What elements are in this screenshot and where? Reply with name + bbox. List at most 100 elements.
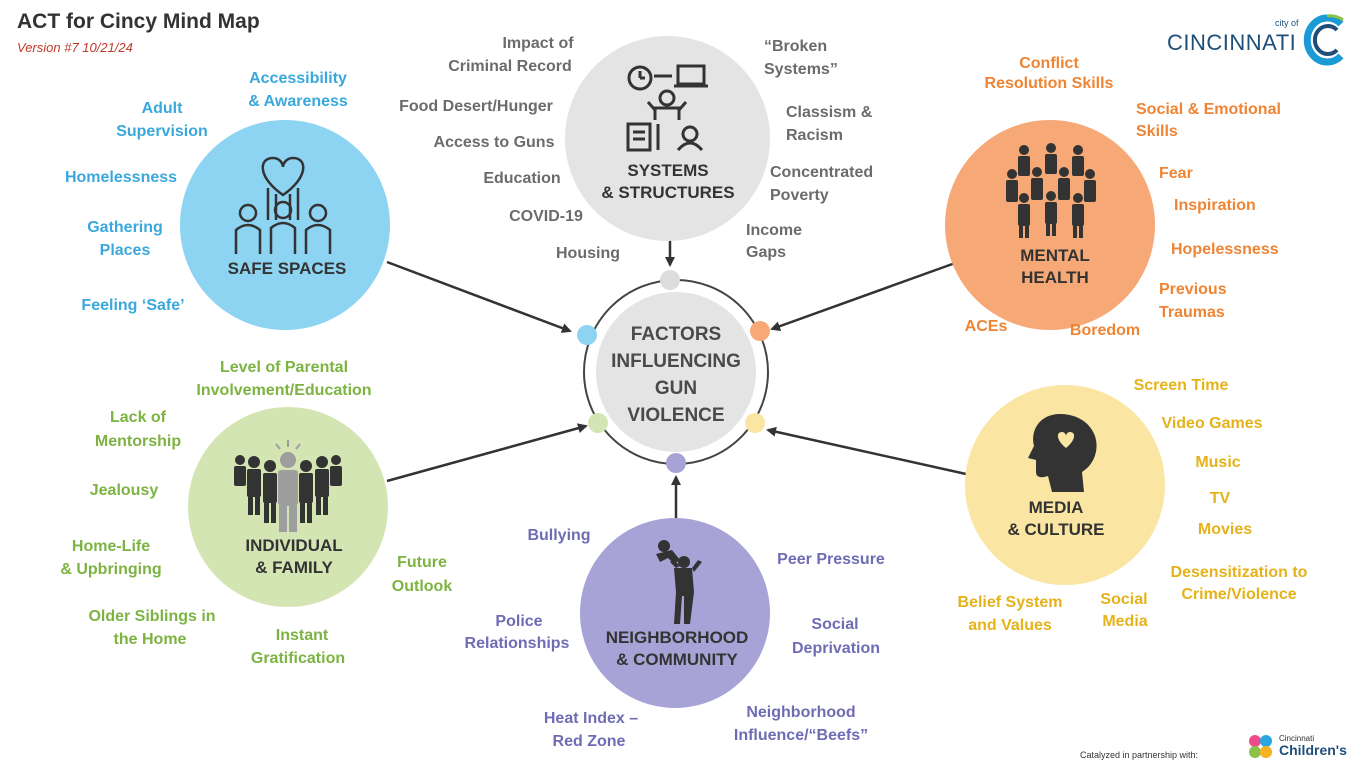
- mental-item: Hopelessness: [1171, 241, 1279, 258]
- mental-item: Boredom: [1069, 322, 1141, 339]
- hub-safe-line1: SAFE SPACES: [227, 259, 347, 278]
- systems-item: Food Desert/Hunger: [399, 98, 553, 115]
- systems-item: Education: [483, 170, 561, 187]
- safe-item: Accessibility: [249, 70, 347, 87]
- hub-mental-line1: MENTAL: [1020, 246, 1090, 265]
- childrens-logo-name: Children's: [1279, 742, 1347, 758]
- hub-mental-label: MENTAL HEALTH: [1020, 245, 1090, 289]
- mental-item: ACEs: [964, 318, 1008, 335]
- media-culture-icon: [1028, 414, 1097, 492]
- arrow-individual: [386, 423, 588, 483]
- media-item: Movies: [1197, 521, 1253, 538]
- childrens-logo-icon: [1249, 735, 1272, 758]
- media-item: Video Games: [1161, 415, 1263, 432]
- dot-individual: [588, 413, 608, 433]
- hub-systems-label: SYSTEMS & STRUCTURES: [601, 160, 734, 204]
- media-item: TV: [1209, 490, 1231, 507]
- safe-spaces-icon: [234, 156, 332, 254]
- hub-individual-line2: & FAMILY: [255, 558, 333, 577]
- mental-item: Inspiration: [1174, 197, 1256, 214]
- individual-item: Future: [397, 554, 447, 571]
- media-item: and Values: [968, 617, 1052, 634]
- safe-item: Gathering: [87, 219, 163, 236]
- neighborhood-item: Neighborhood: [746, 704, 856, 721]
- hub-mental-line2: HEALTH: [1021, 268, 1089, 287]
- media-item: Music: [1195, 454, 1241, 471]
- safe-item: Places: [99, 242, 151, 259]
- individual-item: Older Siblings in: [88, 608, 216, 625]
- safe-item: Adult: [141, 100, 183, 117]
- neighborhood-item: Police: [495, 613, 543, 630]
- neighborhood-item: Influence/“Beefs”: [733, 727, 869, 744]
- safe-item: Feeling ‘Safe’: [81, 297, 185, 314]
- systems-item: Classism &: [786, 104, 873, 121]
- page-title: ACT for Cincy Mind Map: [17, 10, 260, 33]
- center-line4: VIOLENCE: [627, 405, 725, 426]
- city-logo: city of CINCINNATI: [1165, 12, 1345, 67]
- dot-mental: [750, 321, 770, 341]
- childrens-logo-small: Cincinnati: [1279, 734, 1315, 743]
- individual-item: Lack of: [109, 409, 167, 426]
- city-logo-name: CINCINNATI: [1167, 30, 1297, 55]
- systems-item: Income: [746, 222, 803, 239]
- individual-item: Jealousy: [89, 482, 159, 499]
- hub-individual-line1: INDIVIDUAL: [245, 536, 343, 555]
- dot-neighborhood: [666, 453, 686, 473]
- hub-neighborhood-line2: & COMMUNITY: [616, 650, 738, 669]
- individual-item: Gratification: [250, 650, 346, 667]
- center-disc: [596, 292, 756, 452]
- neighborhood-item: Heat Index –: [543, 710, 639, 727]
- systems-icon: [626, 64, 708, 152]
- hub-media-line2: & CULTURE: [1007, 520, 1105, 539]
- safe-item: & Awareness: [248, 93, 348, 110]
- arrow-media: [766, 426, 967, 476]
- systems-item: Access to Guns: [433, 134, 555, 151]
- neighborhood-item: Deprivation: [791, 640, 881, 657]
- neighborhood-item: Bullying: [527, 527, 591, 544]
- hub-individual-label: INDIVIDUAL & FAMILY: [245, 535, 342, 579]
- media-item: Screen Time: [1133, 377, 1229, 394]
- partner-text: Catalyzed in partnership with:: [1080, 750, 1199, 760]
- hub-systems-line2: & STRUCTURES: [601, 183, 735, 202]
- neighborhood-item: Relationships: [464, 635, 570, 652]
- dot-safe: [577, 325, 597, 345]
- individual-item: & Upbringing: [60, 561, 162, 578]
- hub-neighborhood-line1: NEIGHBORHOOD: [605, 628, 749, 647]
- individual-item: Involvement/Education: [196, 382, 372, 399]
- systems-item: Housing: [556, 245, 620, 262]
- systems-item: Impact of: [502, 35, 574, 52]
- neighborhood-item: Social: [811, 616, 859, 633]
- arrow-mental: [770, 260, 959, 331]
- hub-media-line1: MEDIA: [1028, 498, 1084, 517]
- mental-item: Social & Emotional: [1136, 101, 1281, 118]
- mental-item: Skills: [1136, 123, 1178, 140]
- city-logo-small-text: city of: [1275, 18, 1299, 28]
- hub-systems: [565, 36, 770, 241]
- individual-item: Outlook: [391, 578, 453, 595]
- systems-item: Poverty: [770, 187, 829, 204]
- systems-item: Concentrated: [770, 164, 874, 181]
- media-item: Social: [1100, 591, 1148, 608]
- neighborhood-item: Peer Pressure: [777, 551, 885, 568]
- center-label: FACTORS INFLUENCING GUN VIOLENCE: [611, 321, 741, 429]
- center-line1: FACTORS: [630, 324, 722, 345]
- childrens-logo: Catalyzed in partnership with: Cincinnat…: [1080, 730, 1349, 761]
- mental-item: Conflict: [1019, 55, 1079, 72]
- hub-safe-spaces: [180, 120, 390, 330]
- individual-family-icon: [234, 440, 342, 532]
- media-item: Media: [1102, 613, 1148, 630]
- safe-item: Supervision: [116, 123, 208, 140]
- systems-item: Gaps: [746, 244, 787, 261]
- mental-item: Fear: [1159, 165, 1193, 182]
- systems-item: Racism: [786, 127, 843, 144]
- hub-systems-line1: SYSTEMS: [627, 161, 709, 180]
- neighborhood-item: Red Zone: [552, 733, 626, 750]
- individual-item: Home-Life: [71, 538, 151, 555]
- hub-safe-label: SAFE SPACES: [228, 258, 347, 280]
- individual-item: Mentorship: [94, 433, 182, 450]
- hub-neighborhood-label: NEIGHBORHOOD & COMMUNITY: [606, 627, 749, 671]
- mental-item: Traumas: [1159, 304, 1225, 321]
- systems-item: COVID-19: [509, 208, 583, 225]
- safe-item: Homelessness: [64, 169, 178, 186]
- center-line2: INFLUENCING: [611, 351, 741, 372]
